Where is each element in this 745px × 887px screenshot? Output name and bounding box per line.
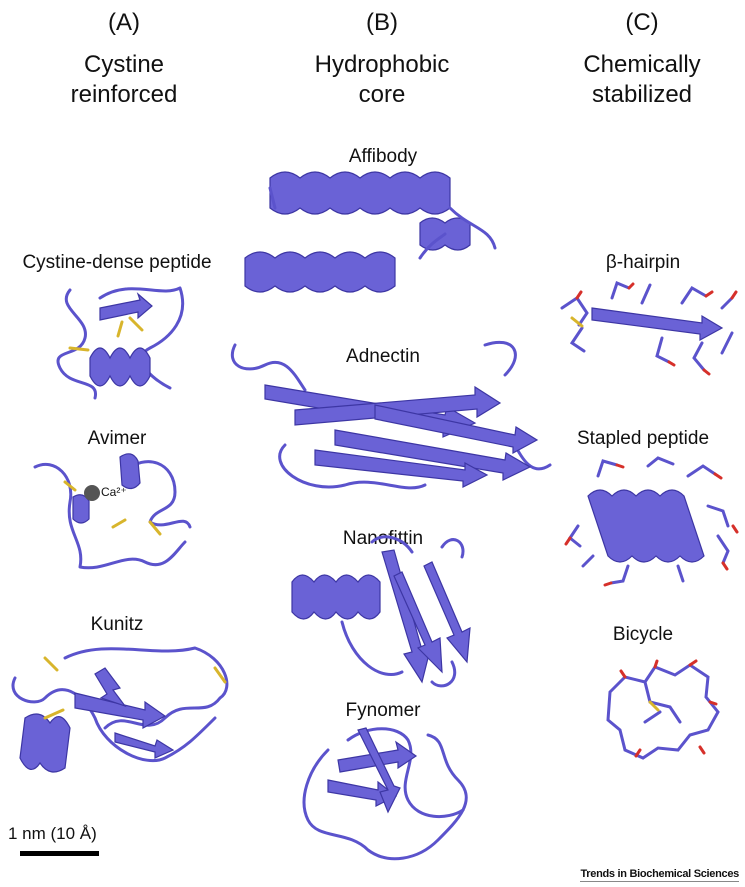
beta-hairpin-structure (552, 278, 742, 383)
column-letter-b: (B) (366, 9, 398, 36)
scale-bar (20, 851, 99, 856)
label-fynomer: Fynomer (345, 700, 421, 721)
label-beta-hairpin: β-hairpin (605, 252, 681, 273)
label-kunitz: Kunitz (90, 614, 144, 635)
bicycle-structure (600, 652, 720, 767)
journal-credit: Trends in Biochemical Sciences (580, 868, 739, 882)
column-header-a: (A) Cystine reinforced (14, 8, 234, 110)
adnectin-structure (225, 335, 555, 515)
column-header-c: (C) Chemically stabilized (532, 8, 745, 110)
scale-bar-label: 1 nm (10 Å) (8, 824, 97, 843)
label-affibody: Affibody (348, 146, 418, 167)
column-letter-c: (C) (625, 9, 659, 36)
label-avimer: Avimer (87, 428, 147, 449)
column-header-b: (B) Hydrophobic core (272, 8, 492, 110)
label-adnectin: Adnectin (346, 346, 420, 367)
kunitz-structure (5, 638, 245, 793)
avimer-structure (25, 452, 205, 587)
column-title-b: Hydrophobic core (314, 51, 450, 108)
affibody-structure (240, 168, 520, 293)
calcium-label: Ca²⁺ (101, 485, 127, 499)
column-title-c: Chemically stabilized (583, 51, 701, 108)
nanofittin-structure (282, 532, 482, 697)
fynomer-structure (288, 720, 488, 875)
label-cystine-dense-peptide: Cystine-dense peptide (22, 252, 212, 273)
calcium-ion-icon (84, 485, 100, 501)
cystine-dense-peptide-structure (30, 278, 200, 413)
label-stapled-peptide: Stapled peptide (576, 428, 710, 449)
stapled-peptide-structure (564, 456, 745, 591)
label-bicycle: Bicycle (612, 624, 674, 645)
column-title-a: Cystine reinforced (70, 51, 178, 108)
column-letter-a: (A) (108, 9, 140, 36)
